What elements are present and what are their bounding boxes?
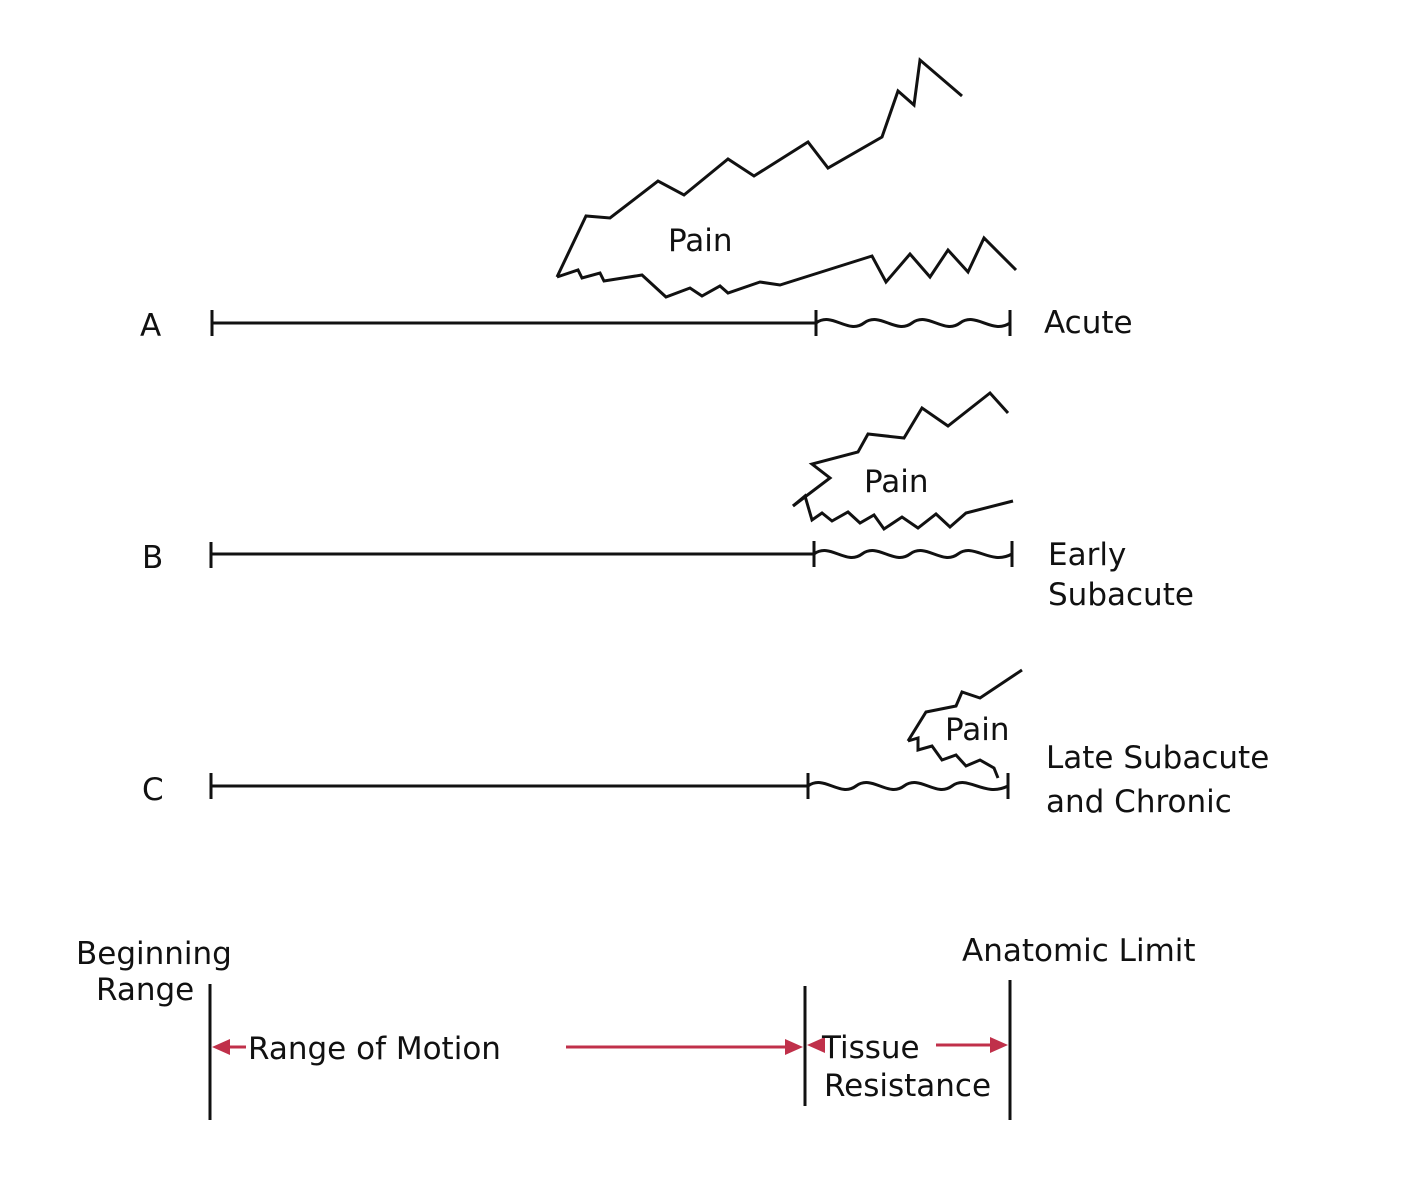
- row-letter: B: [142, 540, 163, 576]
- stage-label-line-1: Early: [1048, 537, 1126, 573]
- pain-lower-edge: [556, 235, 1018, 299]
- pain-upper-edge: [906, 668, 1023, 742]
- beginning-range-label-line-1: Beginning: [76, 936, 232, 972]
- pain-upper-edge: [792, 390, 1010, 508]
- tissue-resistance-wave: [813, 549, 1013, 559]
- stage-label-line-1: Late Subacute: [1046, 740, 1269, 776]
- row-c: C Pain Late Subacute and Chronic: [142, 668, 1269, 820]
- row-letter: A: [140, 308, 161, 344]
- stage-label-line-2: and Chronic: [1046, 784, 1232, 820]
- row-b: B Pain Early Subacute: [142, 390, 1194, 613]
- tissue-label: Tissue: [821, 1030, 920, 1066]
- range-axis: Beginning Range Anatomic Limit Range of …: [76, 933, 1196, 1120]
- pain-label: Pain: [668, 223, 733, 259]
- stage-label-line-2: Subacute: [1048, 577, 1194, 613]
- pain-label: Pain: [864, 464, 929, 500]
- pain-label: Pain: [945, 712, 1010, 748]
- tissue-arrow-right-head: [990, 1037, 1008, 1053]
- tissue-resistance-wave: [815, 318, 1011, 328]
- tissue-resistance-wave: [807, 781, 1009, 791]
- range-of-motion-label: Range of Motion: [248, 1031, 501, 1067]
- pain-upper-edge: [555, 57, 963, 278]
- pain-lower-edge: [792, 493, 1014, 532]
- resistance-label: Resistance: [824, 1068, 991, 1104]
- range-arrow-right-head: [785, 1039, 803, 1055]
- tissue-arrow-left-head: [807, 1037, 825, 1053]
- row-letter: C: [142, 772, 164, 808]
- beginning-range-label-line-2: Range: [96, 972, 194, 1008]
- anatomic-limit-label: Anatomic Limit: [962, 933, 1196, 969]
- row-a: A Pain Acute: [140, 57, 1133, 344]
- range-arrow-left-head: [212, 1039, 230, 1055]
- pain-lower-edge: [907, 735, 1000, 779]
- stage-label: Acute: [1044, 305, 1133, 341]
